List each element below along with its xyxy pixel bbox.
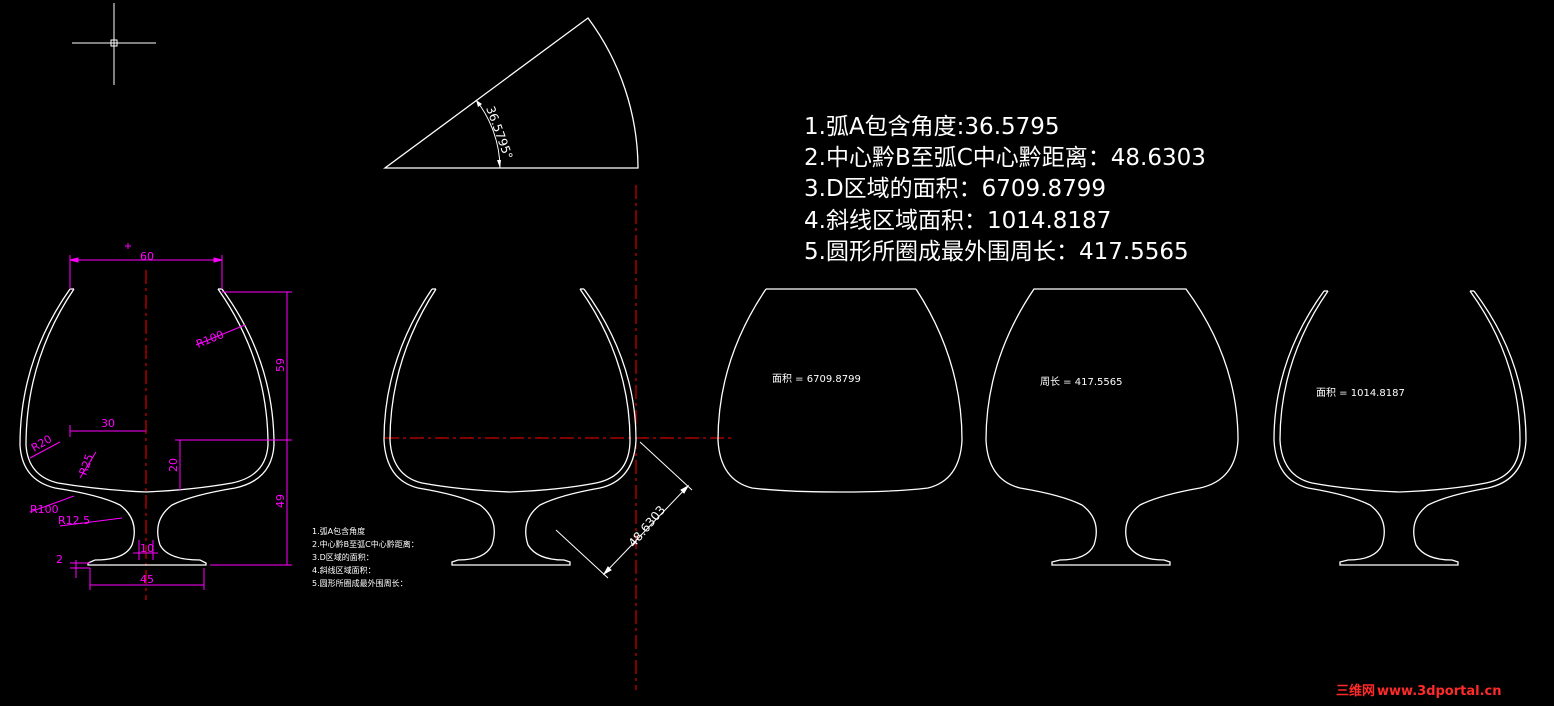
sector-outline [383,17,639,169]
answer-list: 1.弧A包含角度:36.5795 2.中心黔B至弧C中心黔距离：48.6303 … [804,114,1206,265]
dim-base-2: 2 [56,553,63,566]
answer-3: 3.D区域的面积：6709.8799 [804,176,1106,202]
glass-perimeter: 周长 = 417.5565 [985,288,1239,566]
watermark-part1: 三维网 [1336,683,1375,699]
question-5: 5.圆形所圈成最外围周长： [312,578,408,588]
answer-2: 2.中心黔B至弧C中心黔距离：48.6303 [804,145,1206,171]
question-1: 1.弧A包含角度 [312,526,365,536]
crosshair-cursor-icon [72,3,156,85]
area-d-label: 面积 = 6709.8799 [772,373,861,385]
answer-1: 1.弧A包含角度:36.5795 [804,114,1060,140]
glass-area-d: 面积 = 6709.8799 [717,288,963,493]
dim-height-59: 59 [274,358,287,372]
glass-dimensioned: 60 R100 59 30 R20 R25 20 49 R100 R12.5 1… [19,243,292,600]
dim-half-30: 30 [101,417,115,430]
question-4: 4.斜线区域面积： [312,565,376,575]
glass-outline-outer [19,288,275,566]
dim-base-45: 45 [140,573,154,586]
perimeter-label: 周长 = 417.5565 [1040,376,1122,388]
dim-h-20: 20 [167,458,180,472]
glass-outline-inner [25,288,269,493]
answer-4: 4.斜线区域面积：1014.8187 [804,208,1111,234]
question-2: 2.中心黔B至弧C中心黔距离： [312,539,419,549]
dim-h-49: 49 [274,494,287,508]
dim-r12-5: R12.5 [58,514,90,527]
question-3: 3.D区域的面积： [312,552,374,562]
question-list-small: 1.弧A包含角度 2.中心黔B至弧C中心黔距离： 3.D区域的面积： 4.斜线区… [312,526,419,588]
hatched-area-label: 面积 = 1014.8187 [1316,387,1405,399]
watermark-part2: www.3dportal.cn [1377,684,1501,699]
dim-top-width: 60 [140,250,154,263]
glass-hatched: 面积 = 1014.8187 [1273,290,1527,566]
dim-r100-lower: R100 [30,503,59,516]
answer-5: 5.圆形所圈成最外围周长：417.5565 [804,239,1189,265]
dim-stem-10: 10 [140,542,154,555]
